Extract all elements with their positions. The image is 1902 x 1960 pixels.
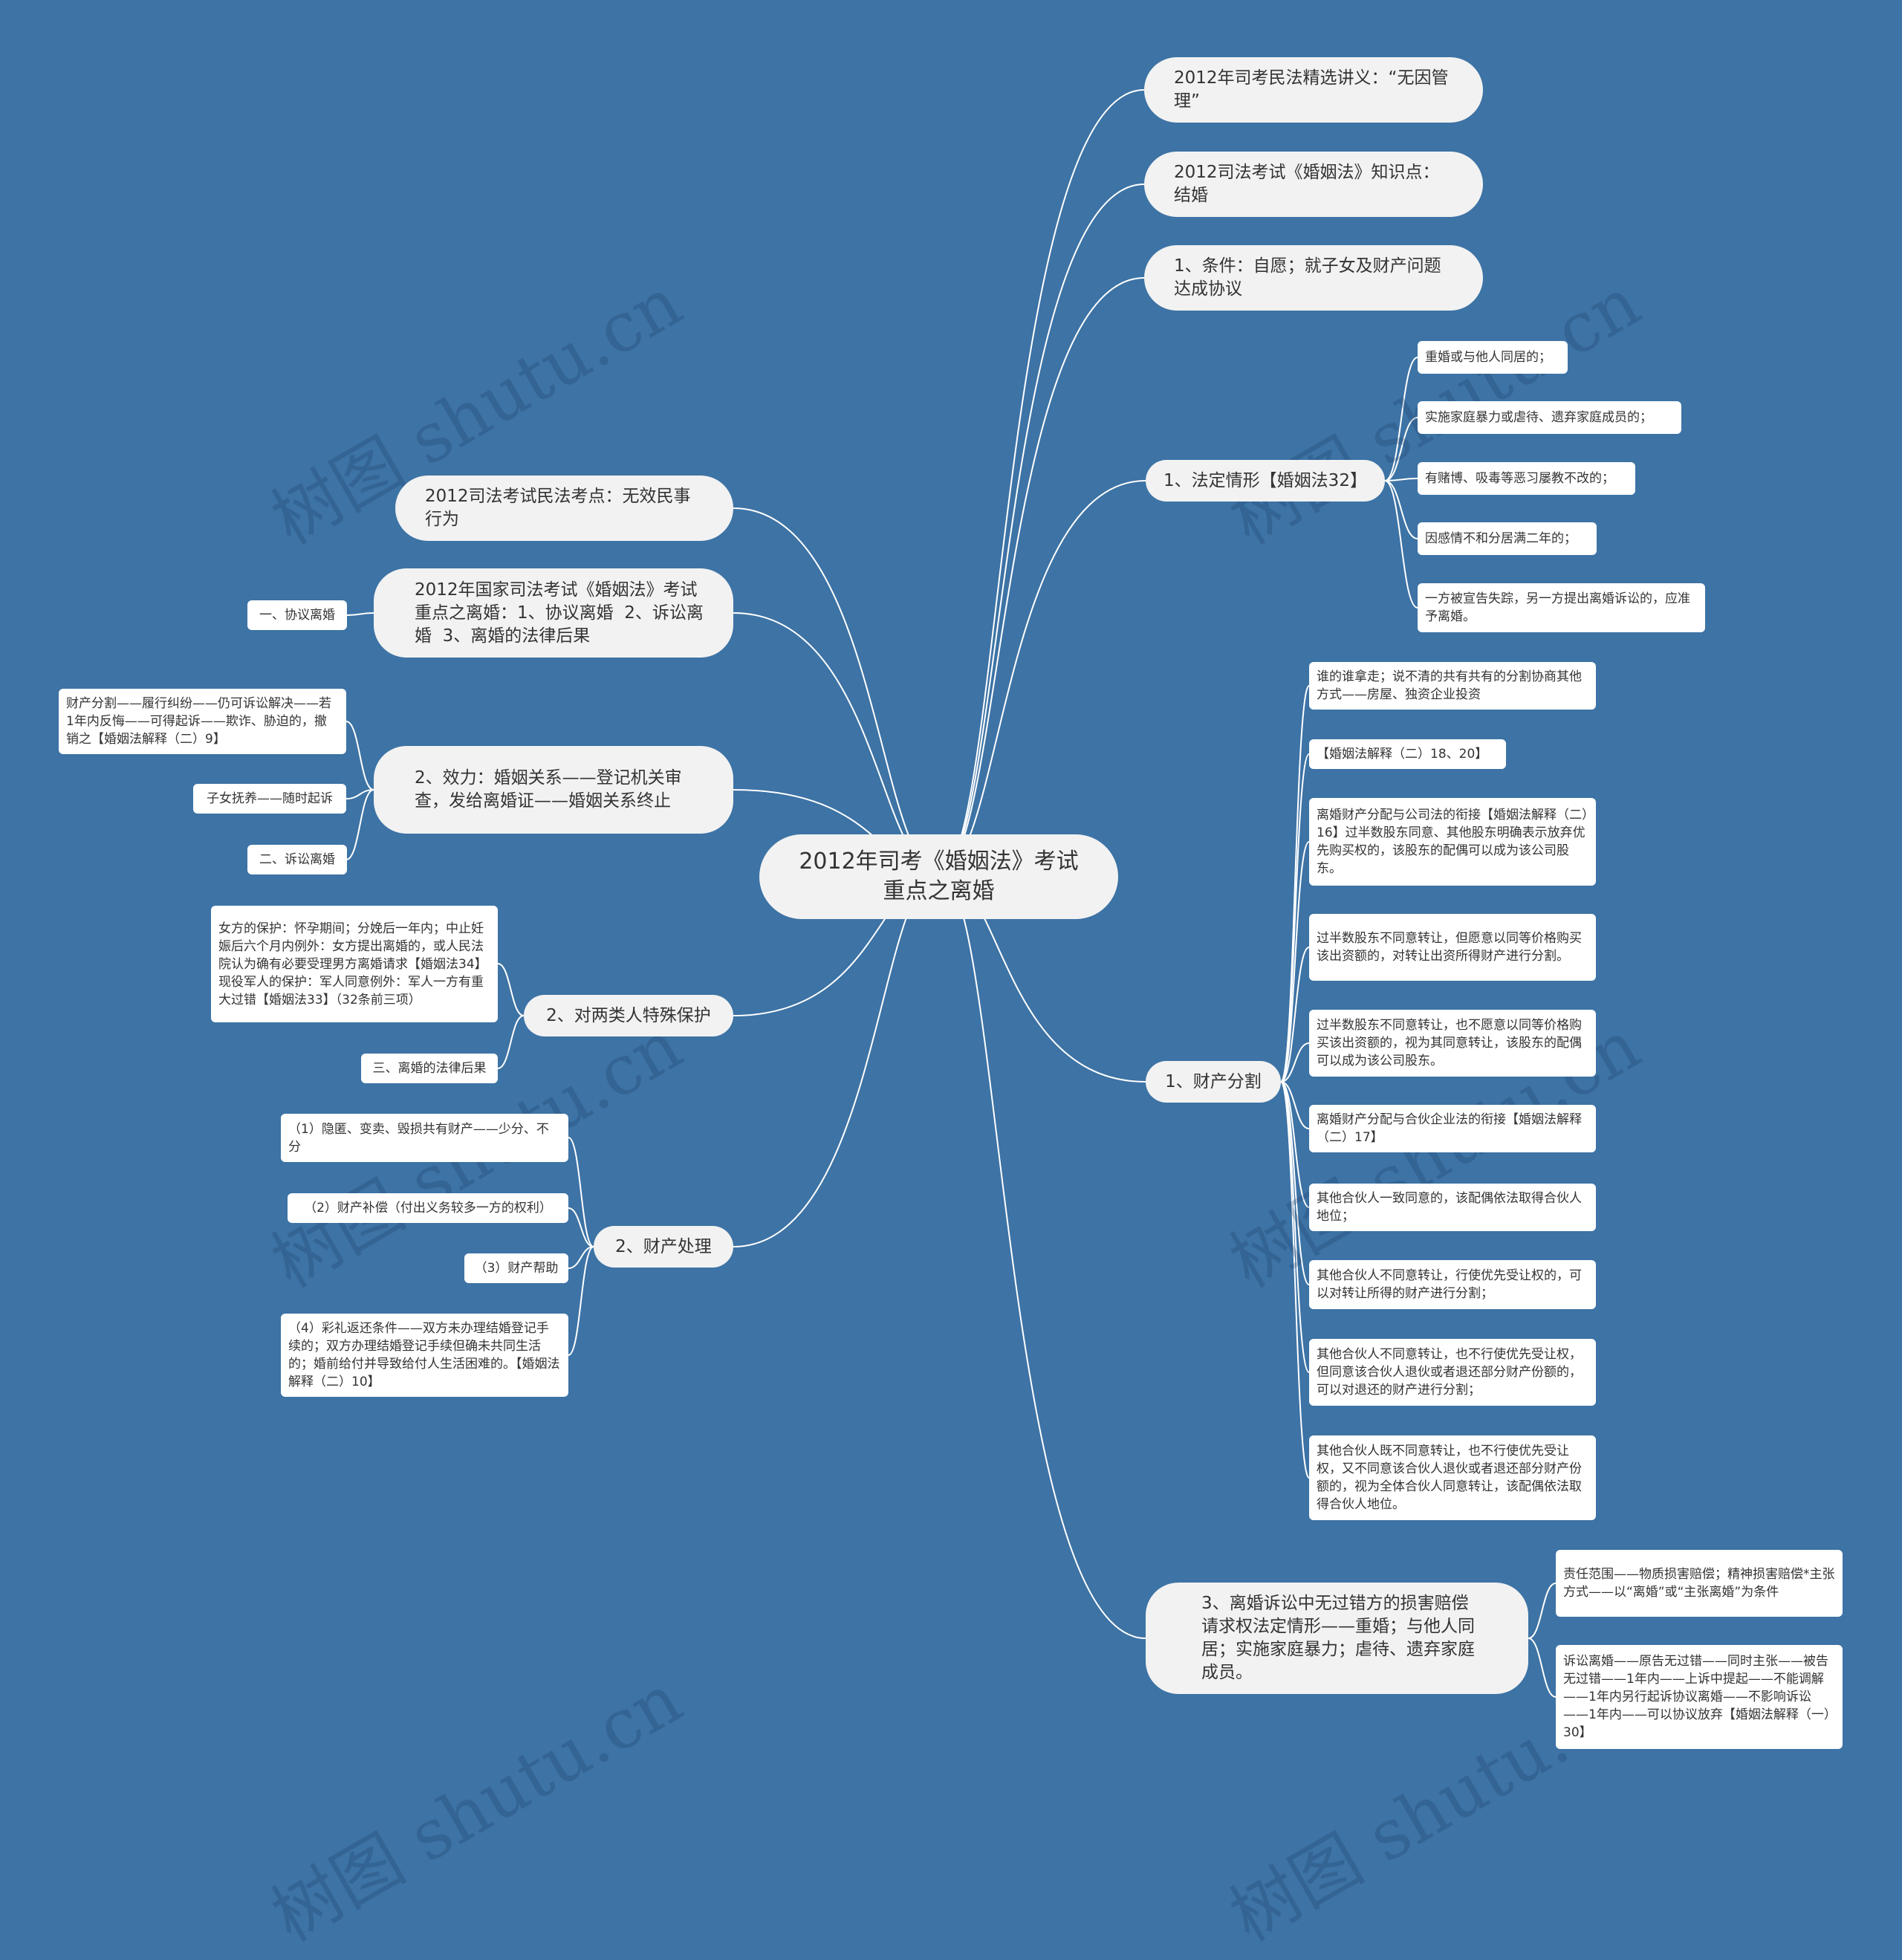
leaf-node[interactable]: 过半数股东不同意转让，也不愿意以同等价格购买该出资额的，视为其同意转让，该股东的… — [1309, 1010, 1596, 1077]
leaf-node[interactable]: 三、离婚的法律后果 — [361, 1054, 498, 1083]
leaf-node[interactable]: 其他合伙人一致同意的，该配偶依法取得合伙人地位； — [1309, 1184, 1596, 1231]
leaf-node[interactable]: 过半数股东不同意转让，但愿意以同等价格购买该出资额的，对转让出资所得财产进行分割… — [1309, 914, 1596, 981]
connector-line — [1280, 841, 1310, 1083]
root-topic[interactable]: 2012年司考《婚姻法》考试重点之离婚 — [759, 834, 1118, 919]
connector-line — [497, 963, 525, 1016]
leaf-node[interactable]: 其他合伙人不同意转让，也不行使优先受让权，但同意该合伙人退伙或者退还部分财产份额… — [1309, 1339, 1596, 1406]
connector-line — [1280, 1081, 1310, 1129]
topic-node[interactable]: 2、对两类人特殊保护 — [524, 995, 733, 1036]
connector-line — [568, 1246, 594, 1356]
leaf-node[interactable]: 有赌博、吸毒等恶习屡教不改的； — [1418, 462, 1635, 495]
leaf-node[interactable]: 因感情不和分居满二年的； — [1418, 522, 1597, 555]
connector-line — [939, 184, 1145, 874]
connector-line — [497, 1015, 525, 1069]
connector-line — [568, 1137, 594, 1247]
topic-node[interactable]: 2、效力：婚姻关系——登记机关审查，发给离婚证——婚姻关系终止 — [374, 746, 733, 834]
leaf-node[interactable]: （1）隐匿、变卖、毁损共有财产——少分、不分 — [281, 1114, 568, 1162]
connector-line — [345, 789, 374, 860]
leaf-node[interactable]: 谁的谁拿走；说不清的共有共有的分割协商其他方式——房屋、独资企业投资 — [1309, 662, 1596, 710]
leaf-node[interactable]: 离婚财产分配与合伙企业法的衔接【婚姻法解释（二）17】 — [1309, 1105, 1596, 1152]
connector-line — [1384, 357, 1418, 481]
leaf-node[interactable]: 责任范围——物质损害赔偿；精神损害赔偿*主张方式——以“离婚”或“主张离婚”为条… — [1556, 1550, 1843, 1617]
connector-line — [1280, 1081, 1310, 1479]
topic-node[interactable]: 1、财产分割 — [1146, 1061, 1281, 1103]
connector-line — [1384, 478, 1418, 481]
connector-line — [1280, 685, 1310, 1083]
connector-line — [1280, 1081, 1310, 1208]
leaf-node[interactable]: 二、诉讼离婚 — [247, 845, 347, 874]
connector-line — [733, 872, 941, 1247]
connector-line — [1280, 947, 1310, 1083]
connector-line — [346, 612, 374, 616]
topic-node[interactable]: 2012司法考试民法考点：无效民事行为 — [395, 476, 733, 541]
connector-line — [939, 277, 1145, 874]
leaf-node[interactable]: （3）财产帮助 — [464, 1253, 568, 1283]
topic-node[interactable]: 2012年司考民法精选讲义：“无因管理” — [1144, 57, 1483, 123]
topic-node[interactable]: 2012年国家司法考试《婚姻法》考试重点之离婚：1、协议离婚 2、诉讼离婚 3、… — [374, 568, 733, 658]
leaf-node[interactable]: 女方的保护：怀孕期间；分娩后一年内；中止妊娠后六个月内例外：女方提出离婚的，或人… — [211, 906, 498, 1022]
leaf-node[interactable]: 其他合伙人不同意转让，行使优先受让权的，可以对转让所得的财产进行分割； — [1309, 1260, 1596, 1309]
connector-line — [568, 1246, 594, 1269]
leaf-node[interactable]: 重婚或与他人同居的； — [1418, 341, 1568, 374]
connector-line — [1280, 1081, 1310, 1373]
leaf-node[interactable]: 一方被宣告失踪，另一方提出离婚诉讼的，应准予离婚。 — [1418, 583, 1705, 632]
leaf-node[interactable]: 实施家庭暴力或虐待、遗弃家庭成员的； — [1418, 401, 1681, 434]
connector-line — [345, 721, 374, 791]
connector-line — [1384, 417, 1418, 481]
leaf-node[interactable]: 诉讼离婚——原告无过错——同时主张——被告无过错——1年内——上诉中提起——不能… — [1556, 1645, 1843, 1749]
connector-line — [939, 872, 1146, 1639]
mind-map-canvas: 树图 shutu.cn 树图 shutu.cn 树图 shutu.cn 树图 s… — [59, 57, 1843, 1957]
connector-line — [1280, 1042, 1310, 1083]
leaf-node[interactable]: 其他合伙人既不同意转让，也不行使优先受让权，又不同意该合伙人退伙或者退还部分财产… — [1309, 1435, 1596, 1520]
connector-line — [939, 89, 1145, 874]
leaf-node[interactable]: （4）彩礼返还条件——双方未办理结婚登记手续的；双方办理结婚登记手续但确未共同生… — [281, 1314, 568, 1397]
topic-node[interactable]: 2、财产处理 — [594, 1226, 733, 1268]
connector-line — [568, 1207, 594, 1247]
connector-line — [1384, 480, 1418, 539]
connector-line — [1528, 1638, 1557, 1698]
connector-line — [733, 507, 941, 874]
leaf-node[interactable]: 财产分割——履行纠纷——仍可诉讼解决——若1年内反悔——可得起诉——欺诈、胁迫的… — [59, 689, 346, 754]
leaf-node[interactable]: 一、协议离婚 — [247, 600, 347, 630]
connector-line — [1280, 1081, 1310, 1285]
connector-line — [1280, 753, 1310, 1083]
topic-node[interactable]: 3、离婚诉讼中无过错方的损害赔偿请求权法定情形——重婚；与他人同居；实施家庭暴力… — [1146, 1583, 1528, 1694]
leaf-node[interactable]: 离婚财产分配与公司法的衔接【婚姻法解释（二）16】过半数股东同意、其他股东明确表… — [1309, 798, 1596, 886]
leaf-node[interactable]: 子女抚养——随时起诉 — [193, 784, 346, 814]
topic-node[interactable]: 1、条件：自愿；就子女及财产问题达成协议 — [1144, 245, 1483, 311]
connector-line — [1384, 480, 1418, 609]
connector-line — [345, 789, 374, 799]
topic-node[interactable]: 2012司法考试《婚姻法》知识点：结婚 — [1144, 152, 1483, 217]
connector-line — [1528, 1583, 1557, 1639]
leaf-node[interactable]: （2）财产补偿（付出义务较多一方的权利） — [288, 1193, 568, 1223]
topic-node[interactable]: 1、法定情形【婚姻法32】 — [1146, 460, 1385, 502]
leaf-node[interactable]: 【婚姻法解释（二）18、20】 — [1309, 739, 1506, 769]
